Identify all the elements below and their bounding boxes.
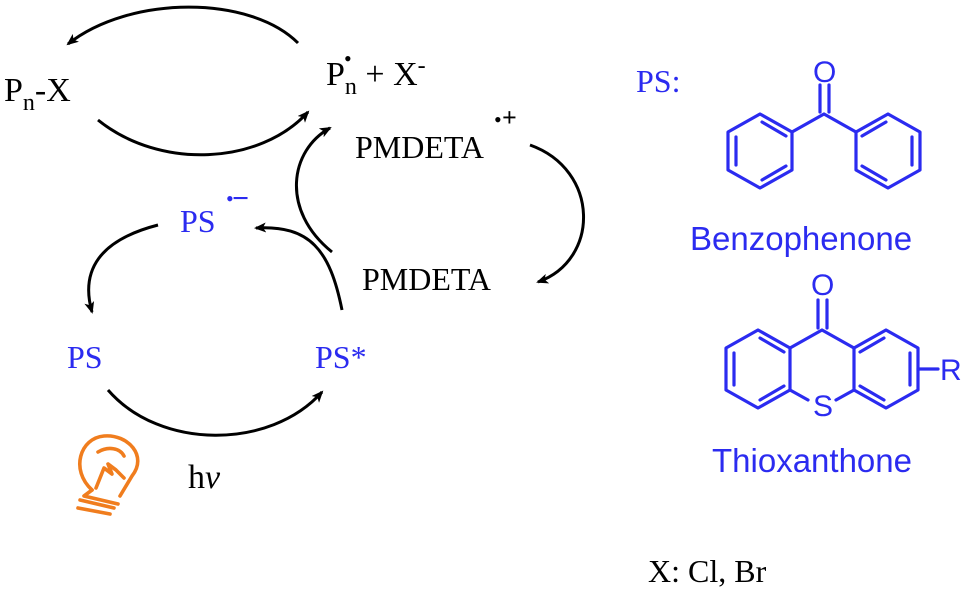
benzophenone-name: Benzophenone [690, 220, 912, 257]
benzophenone-structure [726, 83, 922, 190]
arrow-psstar-to-psanion [254, 222, 344, 311]
arrow-psanion-to-ps [84, 223, 159, 314]
pn-radical-dot: • [344, 46, 352, 71]
pmdeta-cation-label: PMDETA [355, 129, 484, 165]
ps-label: PS [67, 339, 103, 375]
hv-label: hν [188, 459, 221, 496]
pn-x-label: Pn-X [4, 72, 71, 116]
thioxanthone-sulfur: S [813, 390, 833, 423]
arrow-to-pn-radical [97, 110, 310, 157]
arrow-to-pnx [66, 5, 300, 46]
arrow-pmdeta-to-cation [529, 143, 585, 284]
ps-anion-label: PS [180, 203, 216, 239]
pmdeta-cation-charge: + [502, 103, 517, 132]
benzophenone-oxygen: O [813, 56, 836, 89]
pn-radical-label: Pn + X- [326, 53, 426, 100]
thioxanthone-substituent: R [940, 354, 962, 387]
thioxanthone-structure [724, 298, 940, 410]
ps-anion-charge: − [232, 182, 249, 215]
arrow-to-pmdeta-cation [295, 126, 333, 254]
ps-excited-label: PS* [315, 339, 367, 375]
halogen-note: X: Cl, Br [648, 553, 767, 589]
pmdeta-cation-dot: • [494, 107, 502, 132]
thioxanthone-name: Thioxanthone [712, 442, 912, 479]
ps-heading: PS: [636, 63, 680, 99]
arrow-ps-to-psstar [106, 389, 324, 437]
thioxanthone-oxygen: O [811, 269, 834, 302]
light-bulb-icon [76, 434, 140, 516]
ps-anion-dot: • [226, 186, 234, 211]
pmdeta-label: PMDETA [362, 261, 491, 297]
